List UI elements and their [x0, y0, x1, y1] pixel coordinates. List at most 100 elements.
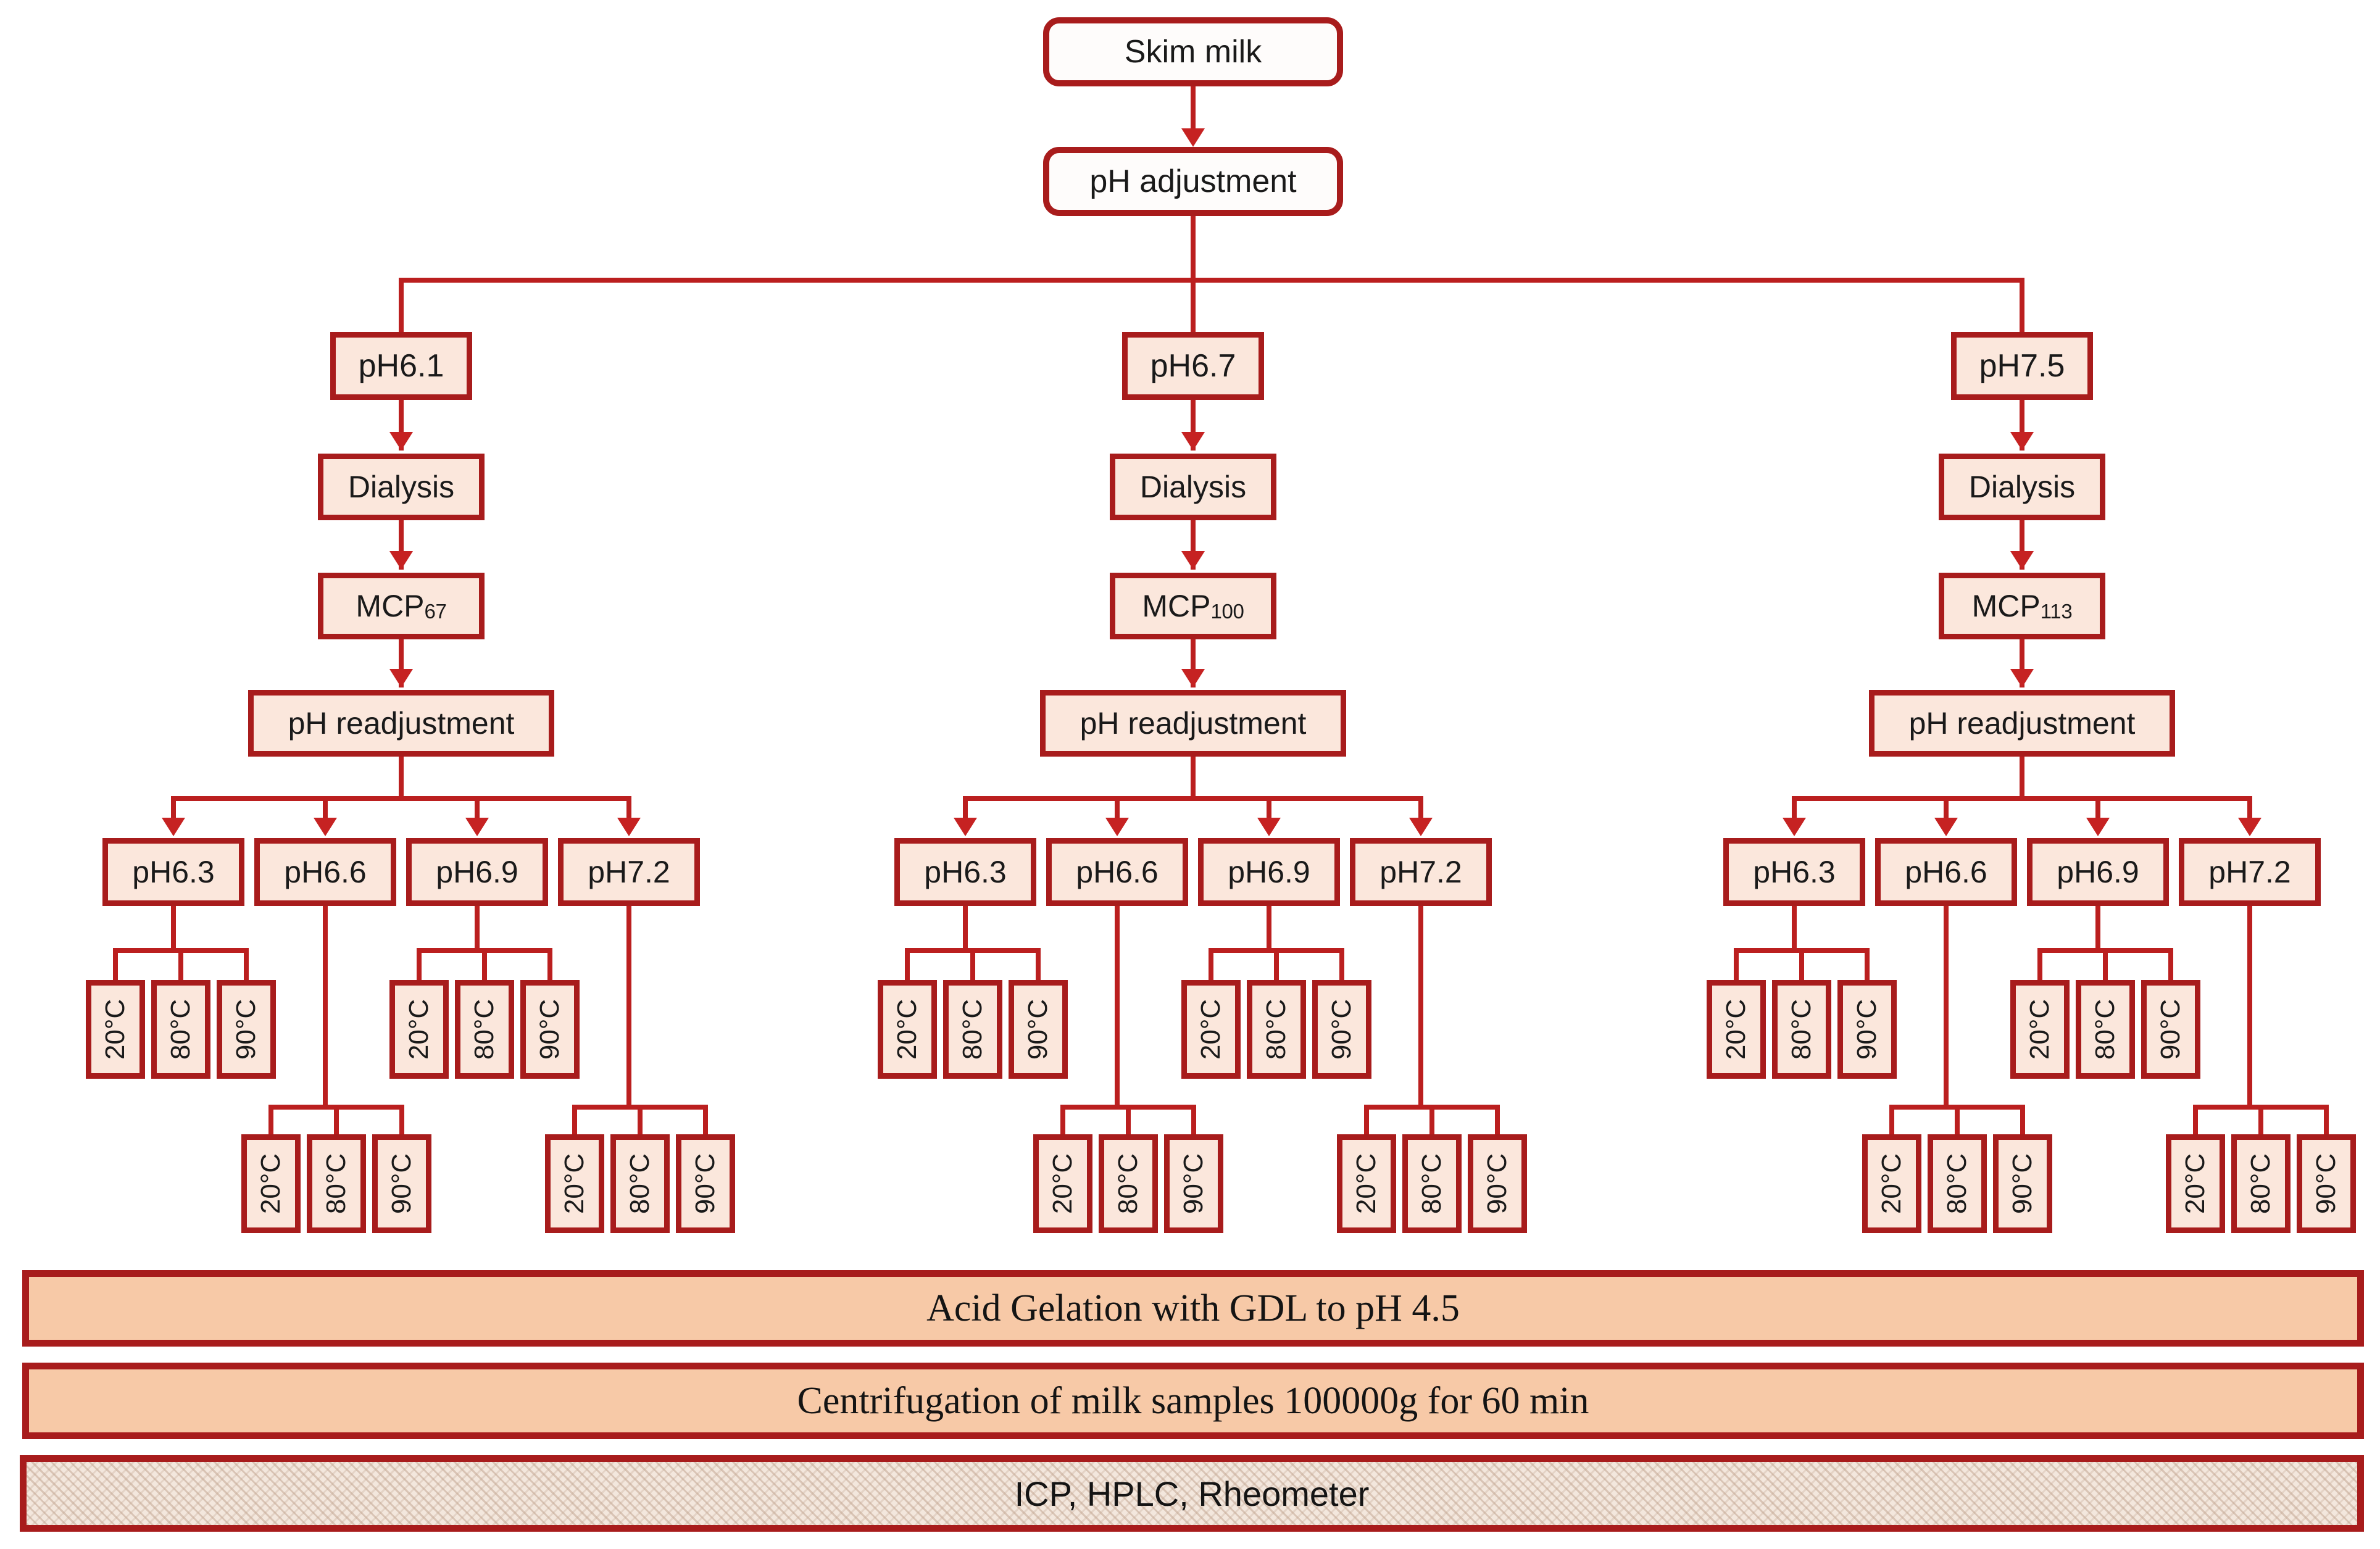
temp-branch-1-lower-b-chip-2[interactable]: 80°C: [610, 1134, 670, 1233]
connector-branch-2-dialysis-to-mcp: [1191, 520, 1196, 570]
temp-branch-3-lower-b-chip-3[interactable]: 90°C: [2297, 1134, 2356, 1233]
temp-branch-3-upper-b-chip-2[interactable]: 80°C: [2076, 980, 2135, 1079]
node-branch-2-ph[interactable]: pH6.7: [1122, 332, 1264, 400]
arrowhead-branch-1-subph-4: [617, 818, 641, 836]
connector-branch-1-upper-a-drop-2: [178, 948, 183, 980]
connector-branch-3-subph1-down: [1792, 906, 1797, 950]
arrowhead-branch-1-subph-3: [465, 818, 489, 836]
temp-branch-3-upper-a-chip-2[interactable]: 80°C: [1772, 980, 1831, 1079]
temp-branch-3-upper-b-chip-3-label: 90°C: [2155, 999, 2186, 1060]
node-branch-2-mcp-subscript: 100: [1210, 599, 1244, 623]
connector-branch-3-lower-b-drop-1: [2193, 1105, 2198, 1134]
temp-branch-2-lower-a-chip-3-label: 90°C: [1178, 1153, 1209, 1215]
connector-branch-3-fanout-drop-4: [2247, 796, 2252, 827]
node-branch-3-subph-1[interactable]: pH6.3: [1723, 838, 1865, 906]
temp-branch-3-lower-b-chip-1[interactable]: 20°C: [2166, 1134, 2225, 1233]
temp-branch-1-upper-a-chip-1[interactable]: 20°C: [86, 980, 145, 1079]
temp-branch-3-upper-b-chip-3[interactable]: 90°C: [2141, 980, 2200, 1079]
connector-branch-1-dialysis-to-mcp: [399, 520, 404, 570]
temp-branch-1-lower-b-chip-1[interactable]: 20°C: [545, 1134, 604, 1233]
node-branch-1-subph-1[interactable]: pH6.3: [102, 838, 244, 906]
temp-branch-2-upper-a-chip-2-label: 80°C: [957, 999, 988, 1060]
node-branch-3-dialysis[interactable]: Dialysis: [1939, 454, 2105, 520]
connector-branch-3-lower-a-drop-3: [2020, 1105, 2025, 1134]
connector-branch-1-fanout-drop-4: [626, 796, 631, 827]
bar-acid-gelation[interactable]: Acid Gelation with GDL to pH 4.5: [22, 1270, 2364, 1347]
connector-branch-3-upper-b-drop-1: [2037, 948, 2042, 980]
temp-branch-2-upper-b-chip-2[interactable]: 80°C: [1247, 980, 1306, 1079]
node-branch-2-subph-4-label: pH7.2: [1379, 854, 1462, 889]
temp-branch-1-upper-b-chip-2[interactable]: 80°C: [455, 980, 514, 1079]
temp-branch-2-upper-b-chip-3[interactable]: 90°C: [1312, 980, 1371, 1079]
connector-branch-3-lower-b-drop-2: [2258, 1105, 2263, 1134]
node-branch-3-subph-4[interactable]: pH7.2: [2179, 838, 2321, 906]
temp-branch-2-lower-b-chip-1[interactable]: 20°C: [1337, 1134, 1396, 1233]
temp-branch-2-lower-b-chip-2-label: 80°C: [1417, 1153, 1447, 1215]
connector-branch-3-subph4-down: [2247, 906, 2252, 1105]
node-ph-adjustment[interactable]: pH adjustment: [1043, 147, 1343, 216]
temp-branch-3-lower-b-chip-2[interactable]: 80°C: [2231, 1134, 2291, 1233]
temp-branch-3-upper-b-chip-1[interactable]: 20°C: [2010, 980, 2070, 1079]
temp-branch-2-lower-b-chip-3[interactable]: 90°C: [1468, 1134, 1527, 1233]
node-branch-3-subph-1-label: pH6.3: [1753, 854, 1836, 889]
node-branch-1-subph-4-label: pH7.2: [588, 854, 670, 889]
temp-branch-2-lower-a-chip-1[interactable]: 20°C: [1033, 1134, 1092, 1233]
bar-analysis-methods[interactable]: ICP, HPLC, Rheometer: [20, 1455, 2364, 1532]
connector-branch-1-subph1-down: [171, 906, 176, 950]
node-branch-3-readjustment[interactable]: pH readjustment: [1869, 690, 2175, 757]
node-branch-3-ph[interactable]: pH7.5: [1951, 332, 2093, 400]
node-branch-2-subph-2[interactable]: pH6.6: [1046, 838, 1188, 906]
temp-branch-1-lower-a-chip-3[interactable]: 90°C: [372, 1134, 431, 1233]
connector-branch-2-lower-a-drop-2: [1126, 1105, 1131, 1134]
node-branch-1-dialysis[interactable]: Dialysis: [318, 454, 485, 520]
node-ph-adjustment-label: pH adjustment: [1089, 163, 1297, 199]
node-branch-2-readjustment[interactable]: pH readjustment: [1040, 690, 1346, 757]
temp-branch-1-lower-a-chip-1[interactable]: 20°C: [241, 1134, 301, 1233]
node-branch-2-subph-4[interactable]: pH7.2: [1350, 838, 1492, 906]
temp-branch-1-upper-a-chip-2[interactable]: 80°C: [151, 980, 210, 1079]
temp-branch-1-upper-a-chip-3[interactable]: 90°C: [217, 980, 276, 1079]
node-branch-2-subph-1[interactable]: pH6.3: [894, 838, 1036, 906]
temp-branch-2-upper-a-chip-3[interactable]: 90°C: [1009, 980, 1068, 1079]
temp-branch-2-upper-a-chip-2[interactable]: 80°C: [943, 980, 1002, 1079]
temp-branch-3-upper-a-chip-1[interactable]: 20°C: [1707, 980, 1766, 1079]
temp-branch-3-upper-a-chip-1-label: 20°C: [1721, 999, 1751, 1060]
temp-branch-1-lower-b-chip-3[interactable]: 90°C: [676, 1134, 735, 1233]
temp-branch-1-upper-b-chip-3-label: 90°C: [535, 999, 565, 1060]
node-branch-1-mcp-subscript: 67: [424, 599, 447, 623]
temp-branch-2-upper-a-chip-1[interactable]: 20°C: [878, 980, 937, 1079]
node-branch-3-subph-2[interactable]: pH6.6: [1875, 838, 2017, 906]
connector-branch-3-readj-down: [2020, 757, 2024, 799]
temp-branch-2-lower-a-chip-3[interactable]: 90°C: [1164, 1134, 1223, 1233]
temp-branch-3-lower-a-chip-1[interactable]: 20°C: [1862, 1134, 1921, 1233]
bar-acid-gelation-label: Acid Gelation with GDL to pH 4.5: [926, 1287, 1460, 1329]
node-branch-1-subph-3[interactable]: pH6.9: [406, 838, 548, 906]
arrowhead-branch-3-ph-to-dialysis: [2010, 432, 2034, 451]
node-branch-3-subph-3[interactable]: pH6.9: [2027, 838, 2169, 906]
temp-branch-3-lower-a-chip-2[interactable]: 80°C: [1928, 1134, 1987, 1233]
node-branch-1-subph-4[interactable]: pH7.2: [558, 838, 700, 906]
temp-branch-3-upper-b-chip-1-label: 20°C: [2024, 999, 2055, 1060]
node-skim-milk[interactable]: Skim milk: [1043, 17, 1343, 86]
connector-branch-3-fanout-drop-2: [1944, 796, 1949, 827]
temp-branch-1-lower-a-chip-2[interactable]: 80°C: [307, 1134, 366, 1233]
node-branch-2-dialysis[interactable]: Dialysis: [1110, 454, 1276, 520]
temp-branch-3-lower-a-chip-3[interactable]: 90°C: [1993, 1134, 2052, 1233]
node-branch-1-ph[interactable]: pH6.1: [330, 332, 472, 400]
temp-branch-2-lower-b-chip-2[interactable]: 80°C: [1402, 1134, 1462, 1233]
node-branch-2-subph-3[interactable]: pH6.9: [1198, 838, 1340, 906]
temp-branch-3-upper-a-chip-3[interactable]: 90°C: [1837, 980, 1897, 1079]
temp-branch-1-upper-b-chip-1[interactable]: 20°C: [389, 980, 449, 1079]
bar-centrifugation[interactable]: Centrifugation of milk samples 100000g f…: [22, 1363, 2364, 1439]
node-branch-1-readjustment[interactable]: pH readjustment: [248, 690, 554, 757]
connector-branch-2-upper-a-drop-1: [905, 948, 910, 980]
temp-branch-2-upper-b-chip-1[interactable]: 20°C: [1181, 980, 1241, 1079]
connector-drop-branch-2: [1191, 278, 1196, 332]
temp-branch-1-upper-a-chip-3-label: 90°C: [231, 999, 261, 1060]
temp-branch-2-lower-a-chip-2[interactable]: 80°C: [1099, 1134, 1158, 1233]
temp-branch-1-upper-b-chip-3[interactable]: 90°C: [520, 980, 580, 1079]
node-branch-1-subph-2[interactable]: pH6.6: [254, 838, 396, 906]
